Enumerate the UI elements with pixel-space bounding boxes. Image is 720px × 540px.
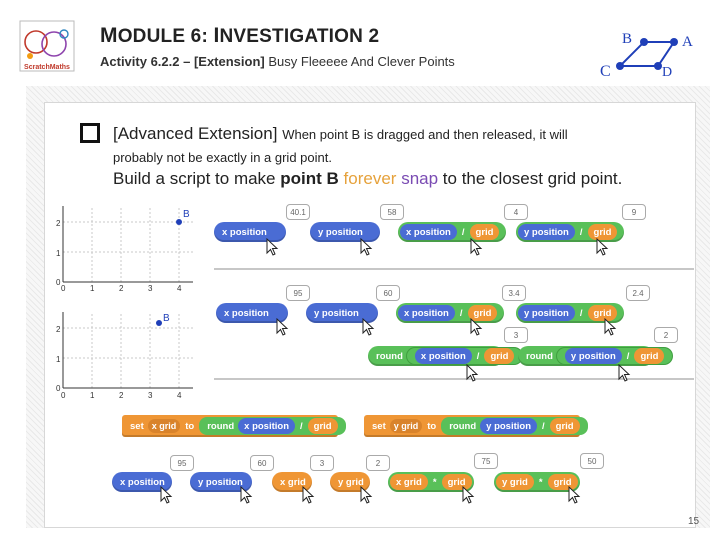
set-x-grid-block[interactable]: set x grid to round x position/grid bbox=[122, 415, 346, 437]
y-position-block[interactable]: y position bbox=[310, 222, 380, 242]
grid-graph-1: 2 1 0 0 1 2 3 4 B bbox=[53, 202, 199, 293]
x-tick: 3 bbox=[148, 284, 153, 292]
module-title: MODULE 6: INVESTIGATION 2 bbox=[100, 24, 380, 47]
point-b-label: B bbox=[183, 209, 190, 220]
y-grid-times-grid-block[interactable]: y grid*grid bbox=[494, 472, 580, 492]
row-separator bbox=[214, 378, 694, 380]
y-divide-grid-block[interactable]: y position/grid bbox=[516, 222, 624, 242]
cursor-icon bbox=[160, 486, 173, 504]
task-line-1: [Advanced Extension] When point B is dra… bbox=[113, 124, 568, 143]
point-b bbox=[176, 219, 182, 225]
x-tick: 0 bbox=[61, 391, 66, 400]
x-tick: 1 bbox=[90, 284, 95, 292]
cursor-icon bbox=[360, 238, 373, 256]
row-separator bbox=[214, 268, 694, 270]
value-bubble: 58 bbox=[380, 204, 404, 220]
logo-text: ScratchMaths bbox=[24, 64, 70, 71]
round-y-grid-block[interactable]: round y position/grid bbox=[518, 346, 673, 366]
cursor-icon bbox=[360, 486, 373, 504]
label-c: C bbox=[600, 63, 611, 80]
label-a: A bbox=[682, 34, 693, 50]
scratchmaths-logo: ScratchMaths bbox=[6, 20, 84, 80]
value-bubble: 95 bbox=[286, 285, 310, 301]
cursor-icon bbox=[618, 364, 631, 382]
x-position-block[interactable]: x position bbox=[216, 303, 288, 323]
x-tick: 2 bbox=[119, 284, 124, 292]
cursor-icon bbox=[604, 318, 617, 336]
y-tick: 2 bbox=[56, 219, 61, 228]
cursor-icon bbox=[302, 486, 315, 504]
value-bubble: 3 bbox=[310, 455, 334, 471]
cursor-icon bbox=[266, 238, 279, 256]
x-tick: 4 bbox=[177, 391, 182, 400]
cursor-icon bbox=[362, 318, 375, 336]
x-divide-grid-block[interactable]: x position/grid bbox=[396, 303, 504, 323]
x-grid-times-grid-block[interactable]: x grid*grid bbox=[388, 472, 474, 492]
value-bubble: 9 bbox=[622, 204, 646, 220]
value-bubble: 50 bbox=[580, 453, 604, 469]
y-grid-reporter[interactable]: y grid bbox=[330, 472, 370, 492]
x-tick: 3 bbox=[148, 391, 153, 400]
value-bubble: 2 bbox=[654, 327, 678, 343]
y-position-block[interactable]: y position bbox=[190, 472, 252, 492]
x-grid-reporter[interactable]: x grid bbox=[272, 472, 312, 492]
activity-subtitle: Activity 6.2.2 – [Extension] Busy Fleeee… bbox=[100, 54, 455, 69]
point-b bbox=[156, 320, 162, 326]
task-instruction: Build a script to make point B forever s… bbox=[113, 169, 623, 188]
x-tick: 4 bbox=[177, 284, 182, 292]
cursor-icon bbox=[568, 486, 581, 504]
value-bubble: 75 bbox=[474, 453, 498, 469]
x-tick: 1 bbox=[90, 391, 95, 400]
value-bubble: 3.4 bbox=[502, 285, 526, 301]
cursor-icon bbox=[466, 364, 479, 382]
x-divide-grid-block[interactable]: x position/grid bbox=[398, 222, 506, 242]
grid-graph-2: 2 1 0 0 1 2 3 4 B bbox=[53, 310, 199, 400]
x-tick: 0 bbox=[61, 284, 66, 292]
task-checkbox[interactable] bbox=[80, 123, 100, 143]
x-tick: 2 bbox=[119, 391, 124, 400]
label-b: B bbox=[622, 31, 632, 47]
value-bubble: 60 bbox=[250, 455, 274, 471]
value-bubble: 95 bbox=[170, 455, 194, 471]
value-bubble: 4 bbox=[504, 204, 528, 220]
point-b-label: B bbox=[163, 313, 170, 324]
cursor-icon bbox=[470, 238, 483, 256]
value-bubble: 2.4 bbox=[626, 285, 650, 301]
y-tick: 0 bbox=[56, 384, 61, 393]
value-bubble: 3 bbox=[504, 327, 528, 343]
x-position-block[interactable]: x position bbox=[214, 222, 286, 242]
set-y-grid-block[interactable]: set y grid to round y position/grid bbox=[364, 415, 588, 437]
task-line-2: probably not be exactly in a grid point. bbox=[113, 150, 332, 165]
y-tick: 2 bbox=[56, 325, 61, 334]
cursor-icon bbox=[240, 486, 253, 504]
x-position-block[interactable]: x position bbox=[112, 472, 172, 492]
round-x-grid-block[interactable]: round x position/grid bbox=[368, 346, 523, 366]
y-position-block[interactable]: y position bbox=[306, 303, 378, 323]
cursor-icon bbox=[462, 486, 475, 504]
y-tick: 0 bbox=[56, 278, 61, 287]
value-bubble: 40.1 bbox=[286, 204, 310, 220]
y-tick: 1 bbox=[56, 355, 61, 364]
cursor-icon bbox=[596, 238, 609, 256]
value-bubble: 2 bbox=[366, 455, 390, 471]
cursor-icon bbox=[470, 318, 483, 336]
label-d: D bbox=[662, 65, 672, 80]
cursor-icon bbox=[276, 318, 289, 336]
y-tick: 1 bbox=[56, 249, 61, 258]
y-divide-grid-block[interactable]: y position/grid bbox=[516, 303, 624, 323]
parallelogram-diagram: B A C D bbox=[596, 24, 706, 84]
page-number: 15 bbox=[688, 516, 700, 527]
value-bubble: 60 bbox=[376, 285, 400, 301]
